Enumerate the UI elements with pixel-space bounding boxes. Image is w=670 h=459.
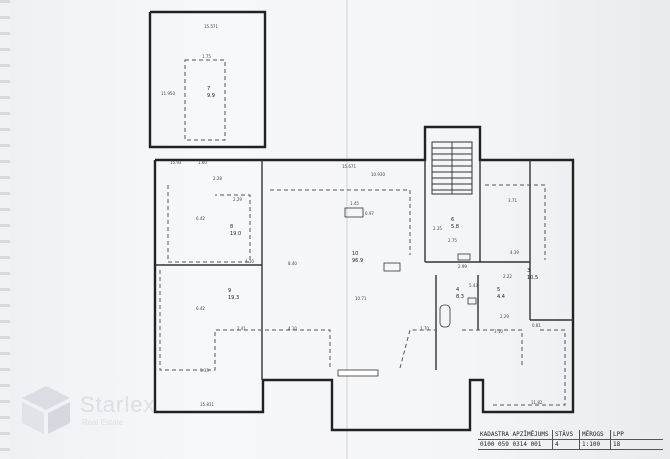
brand-logo-icon xyxy=(22,386,70,434)
dimension-label: 1.45 xyxy=(350,201,359,206)
room-number-10: 10 xyxy=(352,251,358,257)
dimension-label: 2.35 xyxy=(433,226,442,231)
dimension-label: 2.29 xyxy=(500,314,509,319)
wall-outline xyxy=(153,125,575,432)
dimension-label: 8.40 xyxy=(288,261,297,266)
room-label-9: 19.3 xyxy=(228,295,239,301)
dimension-outline xyxy=(159,270,331,371)
dimension-label: 5.43 xyxy=(469,283,478,288)
window xyxy=(337,369,379,377)
dimension-outline xyxy=(399,329,435,369)
room-label-7: 9.9 xyxy=(207,93,215,99)
wall-outline xyxy=(148,10,267,149)
dimension-label: 1.75 xyxy=(202,54,211,59)
stamp-value-page: 18 xyxy=(613,441,621,448)
dimension-label: 15.571 xyxy=(204,24,218,29)
room-number-9: 9 xyxy=(228,288,231,294)
dimension-label: 3.33 xyxy=(200,368,209,373)
room-number-7: 7 xyxy=(207,86,210,92)
dimension-label: 10.930 xyxy=(371,172,385,177)
room-label-5: 4.4 xyxy=(497,294,505,300)
dimension-label: 2.28 xyxy=(213,176,222,181)
dimension-outline xyxy=(167,185,251,263)
dimension-outline xyxy=(490,329,566,406)
stamp-header-floor: STĀVS xyxy=(553,430,580,439)
dimension-label: 15.671 xyxy=(342,164,356,169)
stamp-value-floor: 4 xyxy=(553,440,580,449)
room-number-4: 4 xyxy=(456,287,459,293)
cadastral-stamp: KADASTRA APZĪMĒJUMS STĀVS MĒROGS LPP 010… xyxy=(478,430,663,456)
dimension-label: 1.60 xyxy=(198,160,207,165)
dimension-label: 15.93 xyxy=(170,160,182,165)
stamp-header-page: LPP xyxy=(613,431,624,438)
stamp-value-scale: 1:100 xyxy=(580,440,611,449)
room-number-8: 8 xyxy=(230,224,233,230)
dimension-label: 6.42 xyxy=(196,216,205,221)
dimension-label: 4.10 xyxy=(245,259,254,264)
dimension-label: 0.97 xyxy=(365,211,374,216)
paper-fold xyxy=(346,0,348,459)
room-label-10: 96.9 xyxy=(352,258,363,264)
room-number-5: 5 xyxy=(497,287,500,293)
staircase xyxy=(431,141,473,195)
room-label-8: 19.0 xyxy=(230,231,241,237)
brand-name: Starlex xyxy=(80,392,156,417)
room-number-6: 6 xyxy=(451,217,454,223)
dimension-label: 2.29 xyxy=(233,197,242,202)
dimension-label: 11.82 xyxy=(531,400,543,405)
dimension-label: 4.39 xyxy=(510,250,519,255)
dimension-label: 3.71 xyxy=(508,198,517,203)
dimension-outline xyxy=(270,189,411,255)
dimension-label: 6.42 xyxy=(196,306,205,311)
stamp-header-scale: MĒROGS xyxy=(580,430,611,439)
radiator xyxy=(457,253,471,261)
stamp-header-cadastre: KADASTRA APZĪMĒJUMS xyxy=(478,430,553,439)
dimension-outline xyxy=(462,329,523,368)
dimension-label: 2.41 xyxy=(237,326,246,331)
room-number-3: 3 xyxy=(527,268,530,274)
dimension-label: 4.10 xyxy=(288,326,297,331)
radiator xyxy=(344,207,364,218)
brand-watermark: Starlex Real Estate xyxy=(20,384,165,440)
radiator xyxy=(383,262,401,272)
dimension-label: 15.831 xyxy=(200,402,214,407)
room-label-4: 8.3 xyxy=(456,294,464,300)
bathtub xyxy=(439,304,451,328)
dimension-outline xyxy=(184,59,226,141)
stamp-value-cadastre: 0100 059 0314 001 xyxy=(478,440,553,449)
binding-holes xyxy=(0,0,10,459)
room-label-6: 5.8 xyxy=(451,224,459,230)
brand-subtitle: Real Estate xyxy=(82,418,124,427)
room-label-3: 10.5 xyxy=(527,275,538,281)
dimension-label: 0.81 xyxy=(532,323,541,328)
dimension-label: 2.75 xyxy=(448,238,457,243)
dimension-label: 3.10 xyxy=(494,329,503,334)
dimension-label: 10.71 xyxy=(355,296,367,301)
dimension-label: 11.950 xyxy=(161,91,175,96)
dimension-label: 1.70 xyxy=(420,326,429,331)
dimension-label: 2.22 xyxy=(503,274,512,279)
sink xyxy=(467,297,477,305)
dimension-outline xyxy=(485,184,546,260)
dimension-label: 2.99 xyxy=(458,264,467,269)
